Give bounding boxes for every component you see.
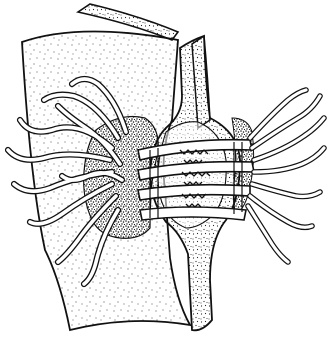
right-filaments-inner <box>248 90 324 262</box>
right-filaments <box>248 90 324 262</box>
